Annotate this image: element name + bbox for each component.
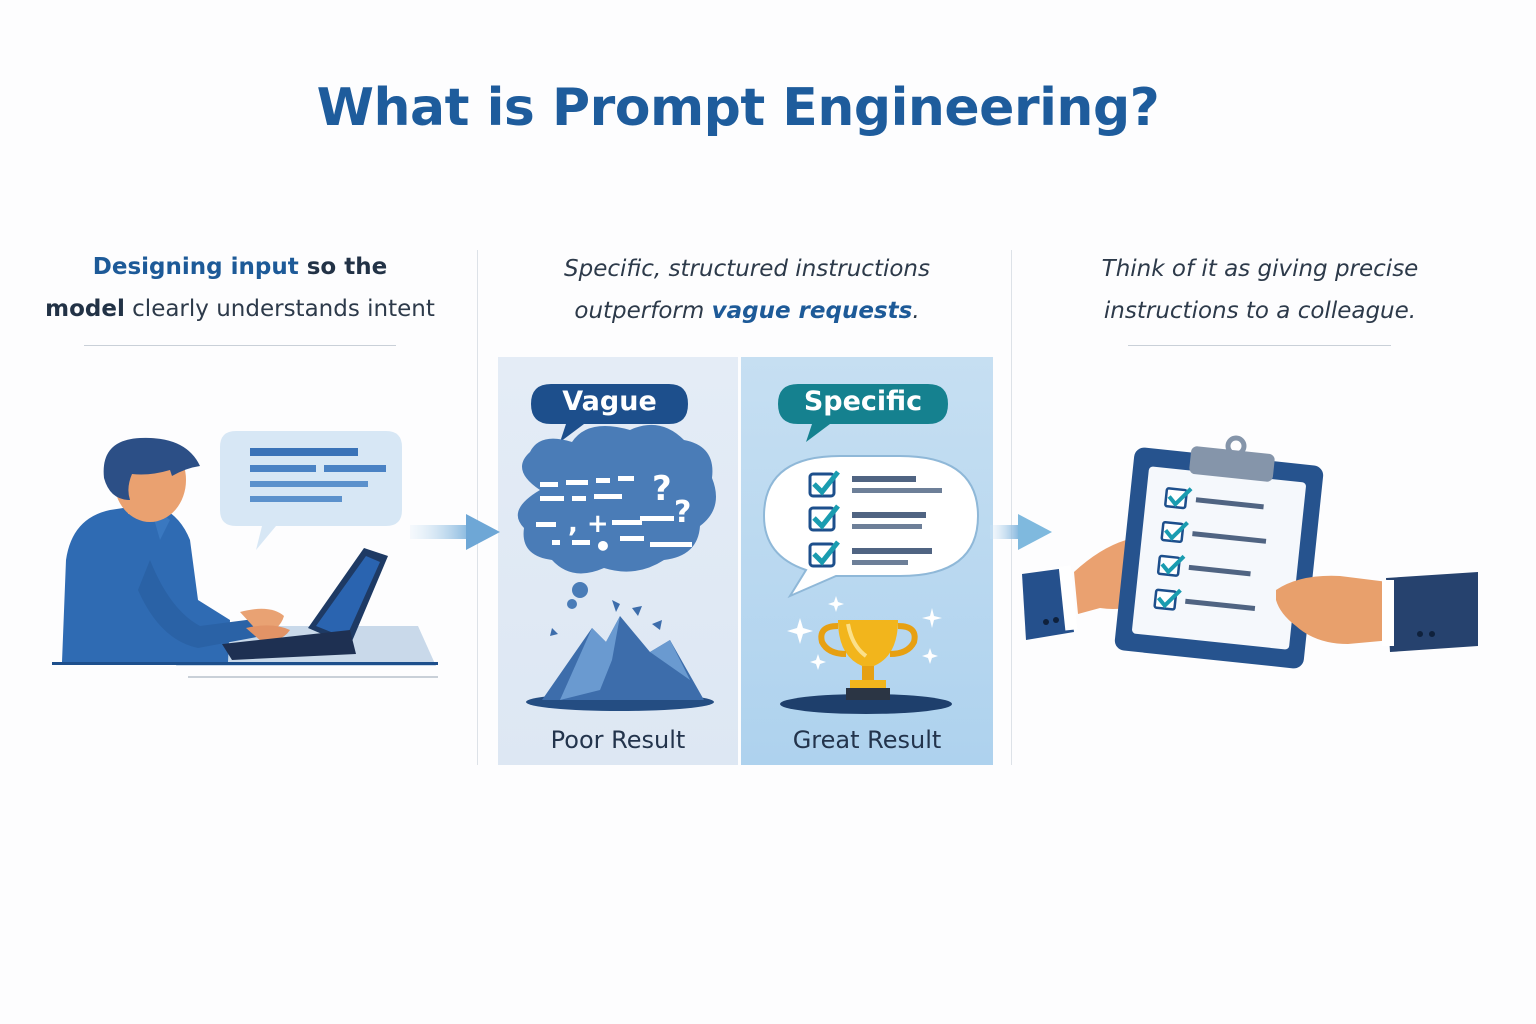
speech-bubble-icon [220, 431, 402, 550]
vague-result-label: Poor Result [550, 726, 686, 754]
page-title: What is Prompt Engineering? [316, 78, 1160, 138]
left-caption-rest-2: clearly understands intent [124, 296, 435, 322]
vague-tag: Vague [562, 386, 657, 417]
left-caption-highlight-2: model [45, 296, 125, 322]
middle-caption-pre: outperform [574, 298, 712, 324]
right-caption-line-1: Think of it as giving precise [1101, 256, 1419, 282]
left-caption: Designing input so the model clearly und… [40, 246, 440, 330]
svg-text:?: ? [652, 469, 672, 509]
middle-caption-highlight: vague requests [711, 298, 913, 324]
svg-text:, +: , + [568, 509, 609, 539]
left-divider [84, 345, 396, 346]
middle-caption-post: . [912, 298, 920, 324]
svg-text:•: • [594, 530, 612, 563]
specific-tag: Specific [803, 386, 923, 417]
middle-caption: Specific, structured instructions outper… [497, 248, 997, 332]
right-caption: Think of it as giving precise instructio… [1040, 248, 1480, 332]
left-caption-rest-1: so the [298, 254, 388, 280]
specific-result-label: Great Result [792, 726, 942, 754]
separator-left [477, 250, 478, 765]
right-caption-line-2: instructions to a colleague. [1103, 298, 1417, 324]
left-caption-highlight-1: Designing input [92, 254, 299, 280]
svg-text:?: ? [674, 495, 691, 530]
separator-right [1011, 250, 1012, 765]
middle-caption-line-1: Specific, structured instructions [564, 256, 930, 282]
right-divider [1128, 345, 1391, 346]
